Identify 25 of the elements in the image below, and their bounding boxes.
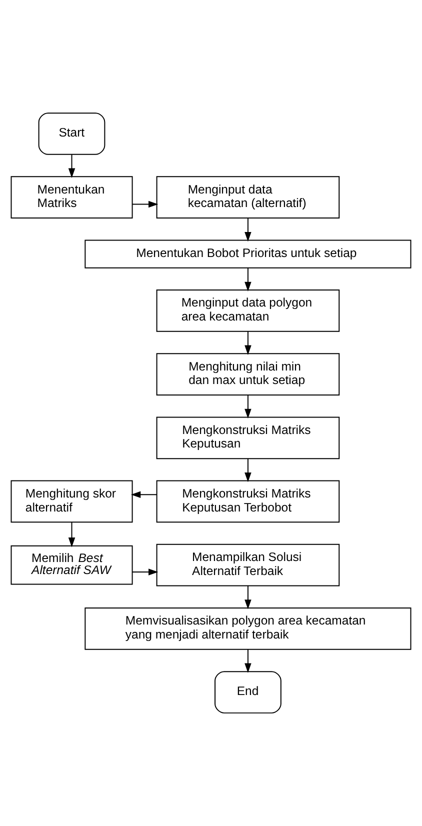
node-box: Mengkonstruksi Matriks Keputusan [156, 416, 340, 460]
node-box: Menghitung skor alternatif [10, 480, 133, 523]
node-box: Menghitung nilai min dan max untuk setiap [156, 353, 340, 396]
arrow [132, 200, 158, 208]
node-box: Menentukan Bobot Prioritas untuk setiap [84, 240, 412, 268]
arrow [244, 331, 252, 355]
arrow [244, 648, 252, 673]
arrow [244, 585, 252, 610]
arrow [244, 394, 252, 419]
node-box: Menginput data kecamatan (alternatif) [156, 176, 340, 219]
node-box: Menampilkan Solusi Alternatif Terbaik [156, 544, 340, 586]
arrow [244, 268, 252, 292]
node-box: Mengkonstruksi Matriks Keputusan Terbobot [156, 480, 340, 523]
arrow [132, 568, 158, 576]
arrow [68, 522, 76, 548]
node-box: Start [38, 112, 106, 155]
node-box: Memvisualisasikan polygon area kecamatan yang menjadi alternatif terbaik [84, 607, 412, 650]
arrow [68, 154, 76, 178]
arrow [130, 491, 158, 498]
node-box: Menentukan Matriks [10, 176, 133, 219]
arrow [244, 458, 252, 482]
node-box: End [214, 671, 282, 714]
arrow [244, 218, 252, 242]
node-box: Memilih Best Alternatif SAW [10, 545, 133, 585]
node-box: Menginput data polygon area kecamatan [156, 290, 340, 332]
